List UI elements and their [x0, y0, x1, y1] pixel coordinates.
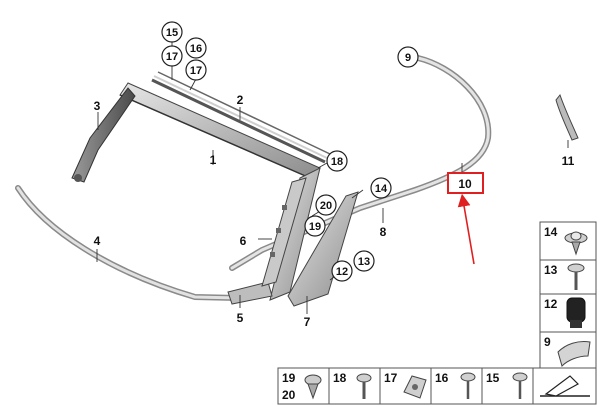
callout-11: 11	[562, 154, 575, 168]
pillar-cover	[287, 191, 359, 307]
highlight-box	[447, 172, 484, 194]
frame-end-bracket	[71, 87, 136, 183]
callout-12: 12	[336, 266, 348, 278]
screw-icon	[567, 263, 585, 290]
pillar-bracket	[261, 177, 307, 287]
legend-cell-18	[328, 367, 381, 405]
legend-label-12: 12	[544, 297, 558, 311]
legend-bottom-row: 19 20 18 17 16 15	[277, 367, 597, 405]
callout-17a: 17	[166, 51, 178, 63]
nut-clip-icon	[403, 375, 427, 399]
callout-16: 16	[190, 43, 202, 55]
window-frame	[119, 82, 321, 305]
legend-label-17: 17	[384, 371, 398, 385]
callout-18: 18	[331, 156, 343, 168]
circled-callouts: 15 17 16 17 9 18 14 20 19 12 13	[161, 21, 419, 282]
legend-label-14: 14	[544, 225, 558, 239]
roof-seal-strip	[151, 71, 331, 164]
legend-label-9: 9	[544, 335, 551, 349]
clip-icon	[304, 374, 322, 400]
callout-17b: 17	[190, 65, 202, 77]
highlight-arrow	[457, 193, 475, 265]
callout-5: 5	[237, 311, 244, 325]
callout-10: 10	[458, 177, 472, 191]
callout-3: 3	[94, 99, 101, 113]
callout-20: 20	[320, 200, 332, 212]
plain-callouts: 3 2 1 4 6 5 7 8 11	[94, 93, 575, 329]
callout-9: 9	[405, 52, 411, 64]
windshield-lower-trim	[15, 185, 241, 301]
callout-13: 13	[358, 256, 370, 268]
grommet-icon	[566, 297, 586, 328]
legend-label-19: 19	[282, 371, 296, 385]
trim-piece-icon	[557, 341, 591, 367]
clip-icon	[564, 231, 588, 256]
screw-icon	[460, 372, 476, 399]
legend-label-13: 13	[544, 263, 558, 277]
rear-window-trim	[229, 55, 492, 271]
callout-8: 8	[380, 225, 387, 239]
legend-label-16: 16	[435, 371, 449, 385]
legend-label-20: 20	[282, 388, 296, 402]
legend-cell-19-20	[277, 367, 330, 405]
legend-cell-13	[539, 259, 597, 295]
legend-right-column: 14 13 12 9	[539, 221, 597, 369]
callout-2: 2	[237, 93, 244, 107]
callout-19: 19	[309, 221, 321, 233]
trim-piece-icon	[540, 375, 590, 397]
callout-7: 7	[304, 315, 311, 329]
legend-label-15: 15	[486, 371, 500, 385]
callout-4: 4	[94, 234, 101, 248]
callout-15: 15	[166, 27, 178, 39]
highlighted-callout-10: 10	[447, 172, 484, 265]
legend-label-18: 18	[333, 371, 347, 385]
screw-icon	[356, 373, 372, 399]
callout-1: 1	[210, 153, 217, 167]
callout-6: 6	[240, 234, 247, 248]
seal-clip-part	[555, 93, 579, 141]
callout-14: 14	[375, 183, 388, 195]
screw-icon	[512, 372, 528, 399]
